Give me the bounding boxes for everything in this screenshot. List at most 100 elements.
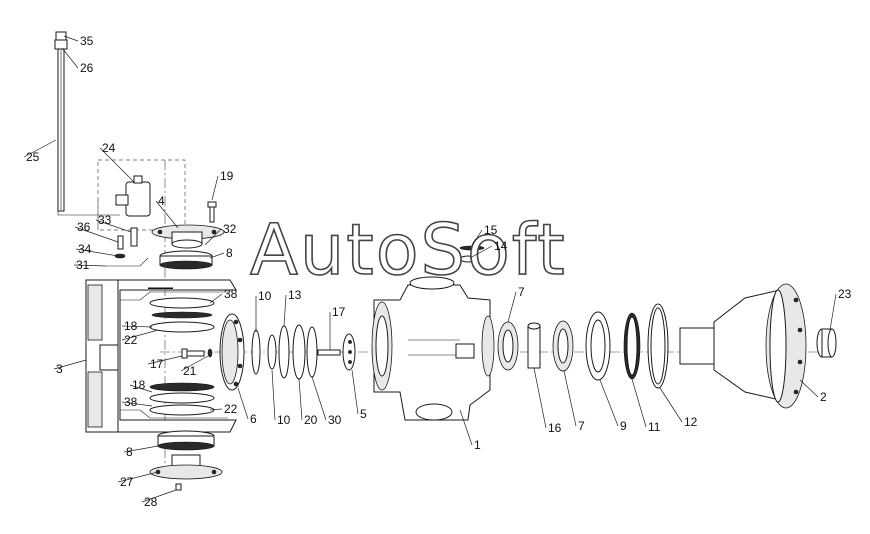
part-6-flange (219, 313, 245, 391)
watermark: AutoSoft (250, 209, 567, 291)
leader-line-17a (147, 355, 183, 365)
svg-text:▬▬▬▬▬: ▬▬▬▬▬ (148, 285, 173, 291)
leader-line-28 (141, 489, 177, 503)
leader-line-26 (61, 47, 79, 69)
leader-line-23 (829, 293, 837, 331)
leader-line-35 (63, 35, 79, 42)
leader-line-6 (237, 387, 249, 420)
part-8-upper-bearing (159, 250, 213, 270)
leader-line-22b (209, 408, 223, 411)
part-33 (130, 227, 138, 247)
callout-20: 20 (304, 413, 318, 427)
leader-line-25 (23, 139, 57, 158)
callout-34: 34 (78, 242, 92, 256)
leader-line-21 (180, 355, 209, 372)
callout-32: 32 (223, 222, 237, 236)
callout-23: 23 (838, 287, 852, 301)
seal-ring-stack (251, 324, 318, 380)
right-ring-stack (585, 303, 669, 389)
leader-line-33 (95, 219, 132, 233)
callout-18b: 18 (132, 378, 146, 392)
leader-lines (23, 35, 837, 503)
callout-17a: 17 (150, 357, 164, 371)
callout-3: 3 (56, 362, 63, 376)
leader-line-12 (659, 387, 683, 423)
callout-36: 36 (77, 220, 91, 234)
leader-line-3 (53, 359, 87, 370)
part-27-lower-cap (149, 454, 223, 491)
callout-1: 1 (474, 438, 481, 452)
callout-6: 6 (250, 412, 257, 426)
leader-line-13 (283, 294, 287, 327)
callout-31: 31 (76, 258, 90, 272)
callout-7a: 7 (518, 285, 525, 299)
part-19-bolt (207, 201, 217, 223)
callout-38b: 38 (124, 395, 138, 409)
leader-line-38b (121, 401, 153, 407)
leader-line-19 (211, 175, 219, 201)
part-8-lower-bearing (157, 430, 215, 451)
leader-line-38a (209, 293, 223, 304)
callout-2: 2 (820, 390, 827, 404)
callout-11: 11 (648, 420, 661, 434)
callout-9: 9 (620, 419, 627, 433)
callout-5: 5 (360, 407, 367, 421)
upper-ring-set (149, 297, 215, 333)
part-23-cap (816, 328, 837, 358)
leader-line-1 (459, 409, 473, 446)
leader-line-30 (311, 376, 327, 421)
callout-38a: 38 (224, 287, 238, 301)
part-28 (175, 483, 182, 491)
leader-line-18a (121, 325, 153, 328)
callout-16: 16 (548, 421, 562, 435)
leader-line-4 (155, 200, 179, 229)
callout-33: 33 (98, 213, 112, 227)
parts-14-15 (459, 245, 485, 263)
leader-line-22a (121, 329, 159, 341)
leader-line-15 (471, 229, 483, 247)
callout-22b: 22 (224, 402, 238, 416)
leader-line-10b (271, 369, 276, 421)
callout-30: 30 (328, 413, 342, 427)
callout-28: 28 (144, 495, 158, 509)
part-26-nut (54, 39, 68, 50)
callout-8a: 8 (226, 246, 233, 260)
part-17-bolt-left (181, 348, 213, 359)
callout-12: 12 (684, 415, 698, 429)
part-25-rod (54, 31, 120, 216)
leader-line-5 (351, 369, 359, 415)
callout-35: 35 (80, 34, 94, 48)
part-31-bracket (106, 257, 149, 267)
callout-24: 24 (102, 141, 116, 155)
callout-21: 21 (183, 364, 197, 378)
callout-4: 4 (158, 194, 165, 208)
callout-22a: 22 (124, 333, 138, 347)
callout-18a: 18 (124, 319, 138, 333)
callout-14: 14 (494, 239, 508, 253)
callout-25: 25 (26, 150, 40, 164)
callout-8b: 8 (126, 445, 133, 459)
leader-line-11 (631, 378, 647, 428)
callout-17b: 17 (332, 305, 346, 319)
leader-line-2 (799, 379, 819, 398)
small-parts-left (106, 227, 149, 267)
leader-line-9 (599, 379, 619, 427)
leader-line-7b (563, 370, 577, 427)
callout-10a: 10 (258, 289, 272, 303)
callout-26: 26 (80, 61, 94, 75)
leader-line-20 (298, 378, 303, 421)
leader-line-16 (533, 367, 547, 429)
callout-13: 13 (288, 288, 302, 302)
right-bearing-stack (497, 320, 574, 372)
leader-line-34 (75, 248, 119, 257)
part-1-axle-housing (371, 276, 495, 421)
part-4-upper-cap (151, 224, 225, 249)
callout-19: 19 (220, 169, 234, 183)
callout-27: 27 (120, 475, 134, 489)
leader-line-27 (117, 471, 159, 483)
leader-line-8a (209, 252, 225, 259)
part-36 (117, 235, 124, 250)
leader-line-24 (99, 147, 135, 183)
